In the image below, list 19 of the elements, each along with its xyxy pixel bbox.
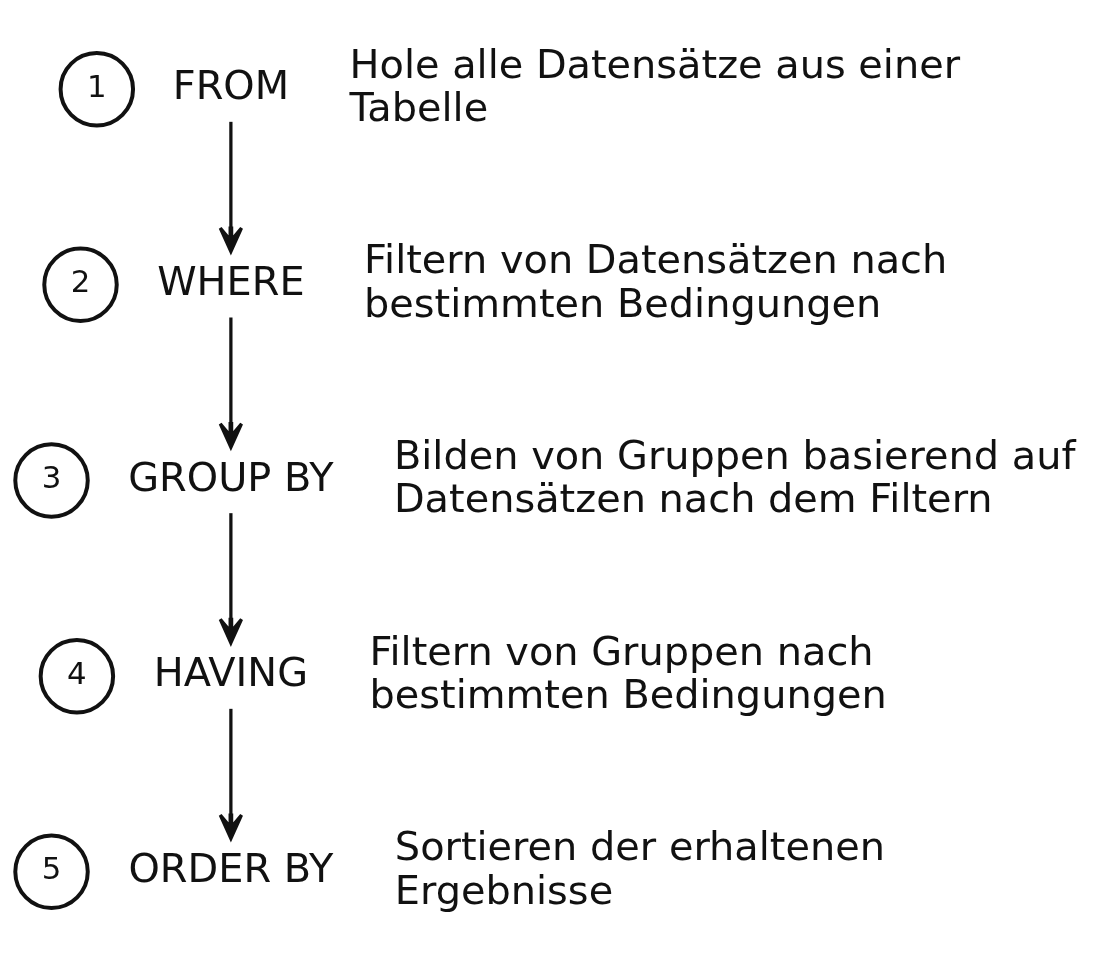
node-label: Bilden von Gruppen basierend auf Datensätzen nach dem Filtern <box>393 431 1076 521</box>
node-circle: 5 <box>13 833 90 910</box>
node-text: FROM <box>172 61 290 108</box>
node-label: Sortieren der erhaltenen Ergebnisse <box>394 822 885 913</box>
node-text: HAVING <box>153 648 309 695</box>
node-label: Hole alle Datensätze aus einer Tabelle <box>349 40 961 130</box>
node-label: Filtern von Gruppen nach bestimmten Bedingungen <box>369 627 887 717</box>
node-text: ORDER BY <box>128 844 334 891</box>
arrow <box>218 708 244 840</box>
node-text: WHERE <box>157 257 305 304</box>
arrow <box>218 121 244 253</box>
node-circle: 4 <box>38 637 116 714</box>
node-label: Filtern von Datensätzen nach bestimmten Bedingungen <box>364 235 948 326</box>
node-circle: 2 <box>42 246 119 323</box>
arrow <box>218 512 244 645</box>
arrow <box>218 317 244 449</box>
node-circle: 1 <box>58 50 136 127</box>
node-text: GROUP BY <box>128 453 334 500</box>
node-circle: 3 <box>13 441 90 519</box>
